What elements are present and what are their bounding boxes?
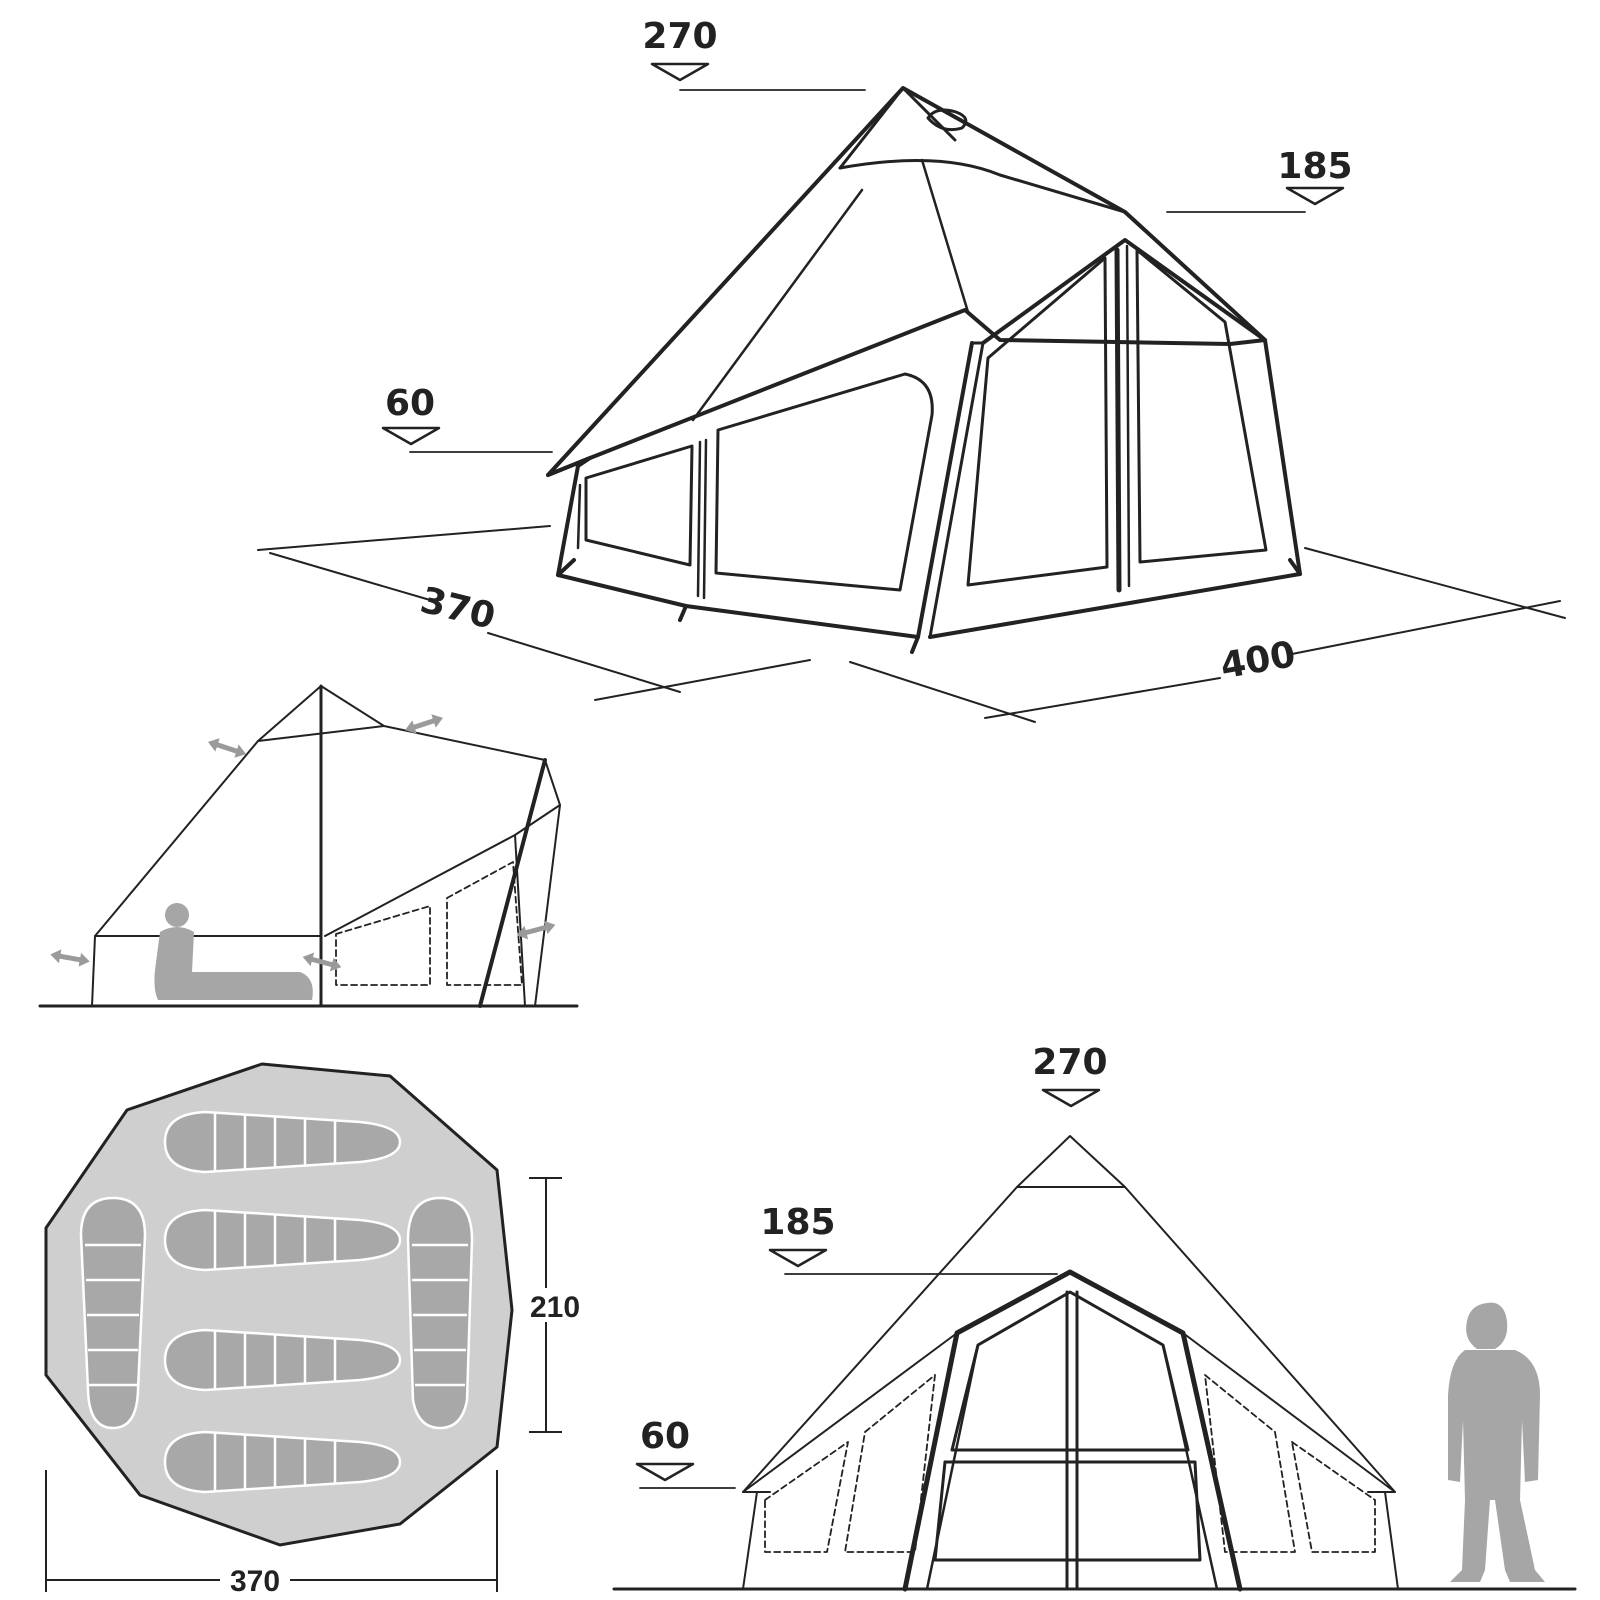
roof-vent-icon: [926, 108, 968, 132]
ventilation-arrow-icon: [403, 711, 445, 737]
perspective-wall-height-label: 60: [385, 383, 435, 424]
sleeping-bag-icon: [406, 1196, 474, 1430]
floor-inner-depth-label: 210: [530, 1291, 580, 1324]
sleeping-bag-icon: [79, 1196, 147, 1430]
front-view: [612, 1088, 1577, 1592]
floor-length-label: 370: [230, 1565, 280, 1598]
perspective-depth-label: 370: [416, 580, 499, 638]
sleeping-bags: [79, 1110, 474, 1494]
sleeping-bag-icon: [163, 1208, 402, 1272]
perspective-peak-height-label: 270: [642, 16, 717, 57]
front-peak-height-label: 270: [1032, 1042, 1107, 1083]
height-marker-icon: [1285, 186, 1345, 206]
sleeping-bag-icon: [163, 1328, 402, 1392]
height-marker-icon: [650, 62, 710, 82]
perspective-width-label: 400: [1217, 634, 1298, 687]
ventilation-arrow-icon: [206, 735, 248, 761]
height-marker-icon: [635, 1462, 695, 1482]
height-marker-icon: [1041, 1088, 1101, 1108]
height-marker-icon: [768, 1248, 828, 1268]
front-wall-height-label: 60: [640, 1416, 690, 1457]
standing-person-figure: [1448, 1302, 1545, 1582]
perspective-view: [257, 62, 1566, 723]
side-section-view: [38, 684, 579, 1008]
ground-dimension-lines: [257, 525, 1566, 723]
sleeping-bag-icon: [163, 1110, 402, 1174]
floor-outline: [44, 1062, 514, 1547]
ventilation-arrow-icon: [49, 948, 91, 969]
height-marker-icon: [381, 426, 441, 446]
perspective-eave-height-label: 185: [1277, 146, 1352, 187]
tent-front-wall: [928, 238, 1302, 639]
floor-plan: [44, 1062, 562, 1592]
sleeping-bag-icon: [163, 1430, 402, 1494]
front-eave-height-label: 185: [760, 1202, 835, 1243]
sleeping-bag-quilting: [85, 1113, 468, 1491]
tent-roof: [546, 86, 1267, 477]
sleeping-person-figure: [154, 903, 313, 1000]
